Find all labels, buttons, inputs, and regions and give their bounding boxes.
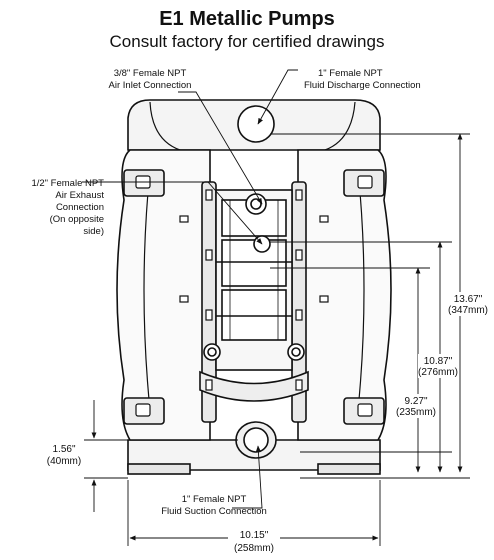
air-inlet-label-1: 3/8" Female NPT [114, 68, 187, 79]
overall-height-in: 13.67" [454, 294, 483, 305]
inlet-height-mm: (235mm) [396, 407, 436, 418]
air-exhaust-label-5: side) [83, 226, 104, 237]
air-exhaust-label-2: Air Exhaust [55, 190, 104, 201]
overall-height-mm: (347mm) [448, 305, 488, 316]
page-title: E1 Metallic Pumps [159, 8, 335, 30]
air-exhaust-callout: 1/2" Female NPT Air Exhaust Connection (… [31, 178, 104, 237]
fluid-suction-label-1: 1" Female NPT [182, 494, 247, 505]
fluid-discharge-label-2: Fluid Discharge Connection [304, 80, 421, 91]
overall-width-dim: 10.15" (258mm) [228, 528, 280, 554]
inlet-height-dim: 9.27" (235mm) [396, 394, 436, 418]
suction-height-dim: 1.56" (40mm) [47, 444, 81, 467]
fluid-suction-callout: 1" Female NPT Fluid Suction Connection [161, 494, 267, 517]
air-exhaust-label-3: Connection [56, 202, 104, 213]
overall-width-mm: (258mm) [234, 543, 274, 554]
fluid-discharge-label-1: 1" Female NPT [318, 68, 383, 79]
air-inlet-label-2: Air Inlet Connection [109, 80, 192, 91]
pump-body [116, 99, 392, 475]
exhaust-height-in: 10.87" [424, 356, 453, 367]
air-inlet-callout: 3/8" Female NPT Air Inlet Connection [109, 68, 192, 91]
air-exhaust-label-4: (On opposite [50, 214, 104, 225]
fluid-discharge-callout: 1" Female NPT Fluid Discharge Connection [304, 68, 421, 91]
exhaust-height-dim: 10.87" (276mm) [418, 354, 458, 378]
fluid-discharge-port [237, 105, 275, 143]
suction-height-mm: (40mm) [47, 456, 81, 467]
page-subtitle: Consult factory for certified drawings [109, 32, 385, 51]
fluid-suction-label-2: Fluid Suction Connection [161, 506, 267, 517]
exhaust-height-mm: (276mm) [418, 367, 458, 378]
overall-height-dim: 13.67" (347mm) [448, 292, 488, 316]
air-exhaust-label-1: 1/2" Female NPT [31, 178, 104, 189]
inlet-height-in: 9.27" [404, 396, 427, 407]
overall-width-in: 10.15" [240, 530, 269, 541]
suction-height-in: 1.56" [52, 444, 75, 455]
